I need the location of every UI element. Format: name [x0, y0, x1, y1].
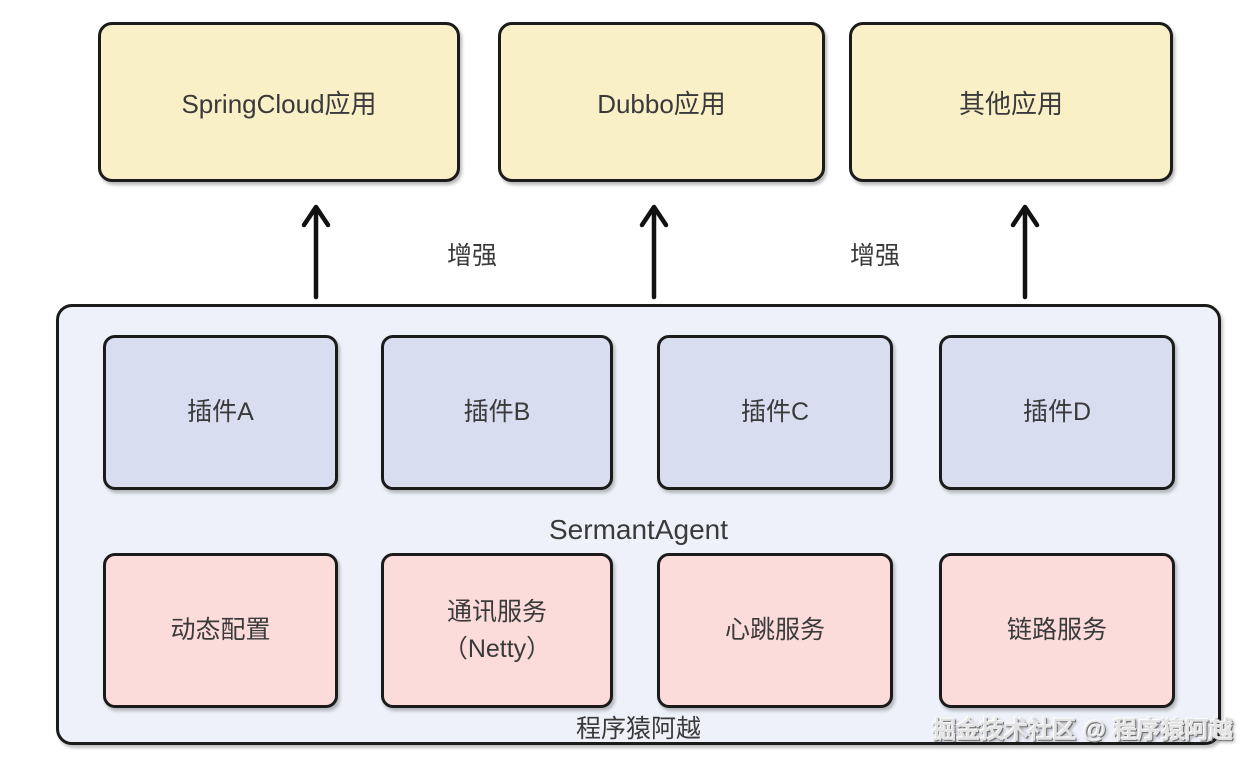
- enhance-label-right: 增强: [849, 242, 900, 270]
- plugin-box-label: 插件B: [463, 398, 531, 426]
- app-box-label: SpringCloud应用: [181, 88, 377, 119]
- service-box-label: 通讯服务 （Netty）: [442, 597, 552, 663]
- watermark: 掘金技术社区 @ 程序猿阿越: [932, 717, 1233, 744]
- service-box-heartbeat: 心跳服务: [657, 553, 893, 708]
- service-box-label: 链路服务: [1006, 616, 1107, 644]
- app-box-label: Dubbo应用: [597, 88, 726, 119]
- app-box-dubbo: Dubbo应用: [498, 22, 825, 182]
- plugin-box-d: 插件D: [939, 335, 1175, 490]
- plugin-box-c: 插件C: [657, 335, 893, 490]
- service-box-dynamic-config: 动态配置: [103, 553, 338, 708]
- sermant-agent-panel: 插件A 插件B 插件C 插件D SermantAgent 动态配置 通讯服务 （…: [56, 304, 1221, 745]
- agent-title: SermantAgent: [549, 514, 728, 545]
- plugin-box-b: 插件B: [381, 335, 613, 490]
- service-box-label: 心跳服务: [724, 616, 825, 644]
- service-box-netty-comm: 通讯服务 （Netty）: [381, 553, 613, 708]
- up-arrow-icon: [639, 204, 669, 300]
- app-box-other: 其他应用: [849, 22, 1173, 182]
- app-box-label: 其他应用: [958, 88, 1063, 119]
- plugin-box-label: 插件C: [740, 398, 810, 426]
- plugin-box-label: 插件D: [1022, 398, 1092, 426]
- app-box-springcloud: SpringCloud应用: [98, 22, 460, 182]
- author-label: 程序猿阿越: [575, 715, 701, 743]
- up-arrow-icon: [1010, 204, 1040, 300]
- service-box-tracing: 链路服务: [939, 553, 1175, 708]
- service-box-label: 动态配置: [170, 616, 271, 644]
- enhance-label-left: 增强: [446, 242, 497, 270]
- up-arrow-icon: [301, 204, 331, 300]
- plugin-box-a: 插件A: [103, 335, 338, 490]
- plugin-box-label: 插件A: [187, 398, 254, 426]
